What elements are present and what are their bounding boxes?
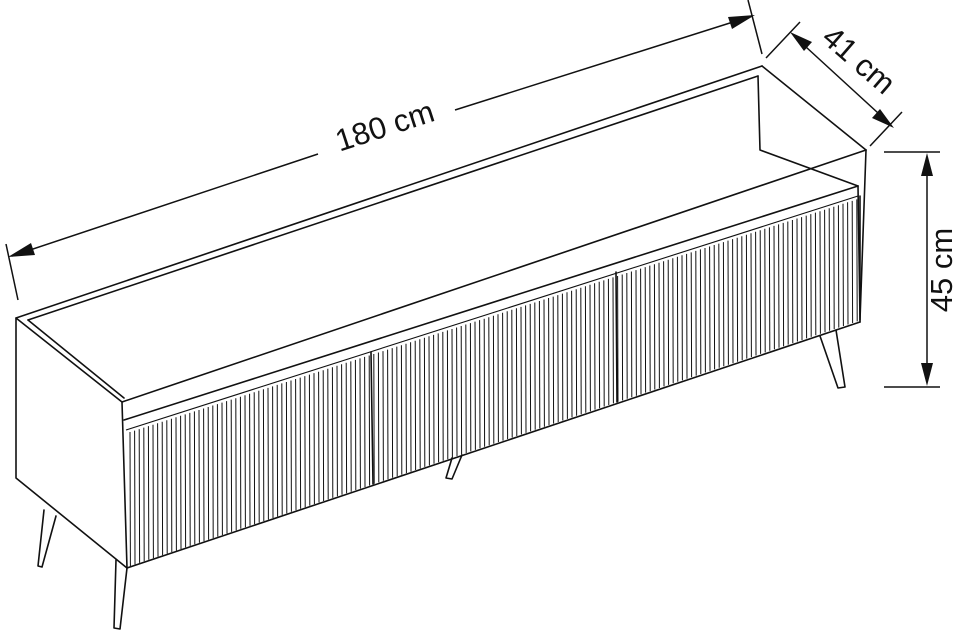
width-dimension: 180 cm xyxy=(5,0,763,301)
width-dimension-line-left xyxy=(11,153,319,257)
panel-divider-1 xyxy=(370,351,374,485)
height-dimension: 45 cm xyxy=(884,151,959,388)
height-arrow-top xyxy=(921,153,933,176)
depth-dimension-line xyxy=(793,35,891,125)
depth-extension-right xyxy=(869,111,903,147)
width-dimension-line-right xyxy=(454,15,753,111)
shelf-front-edge xyxy=(123,185,859,421)
cabinet-body xyxy=(15,65,867,569)
fluted-front-panels xyxy=(129,199,858,567)
panel-dividers xyxy=(370,271,618,485)
top-front-edge xyxy=(121,149,867,403)
depth-dimension: 41 cm xyxy=(765,19,903,147)
width-label: 180 cm xyxy=(331,94,439,159)
front-bottom-edge xyxy=(126,321,861,569)
leg-back-mid xyxy=(445,454,463,480)
depth-arrow-top xyxy=(790,32,812,51)
panel-divider-2 xyxy=(615,271,618,403)
width-arrow-left xyxy=(8,243,35,257)
legs xyxy=(37,329,846,630)
width-extension-right xyxy=(747,0,763,55)
depth-label: 41 cm xyxy=(816,19,903,101)
inner-left-edge xyxy=(27,319,125,399)
inner-back-edge xyxy=(27,75,759,321)
shelf-front-edge-inner xyxy=(125,195,859,431)
depth-arrow-bottom xyxy=(872,109,894,128)
leg-right xyxy=(819,329,846,389)
width-extension-left xyxy=(5,243,19,301)
inner-right-edge xyxy=(757,75,859,187)
height-label: 45 cm xyxy=(924,228,959,312)
top-back-edge xyxy=(15,65,763,319)
height-arrow-bottom xyxy=(921,363,933,386)
top-right-edge xyxy=(761,65,867,151)
leg-front-left xyxy=(37,509,57,568)
leg-front-mid xyxy=(113,559,128,630)
width-arrow-right xyxy=(728,15,755,29)
depth-extension-left xyxy=(765,21,801,59)
